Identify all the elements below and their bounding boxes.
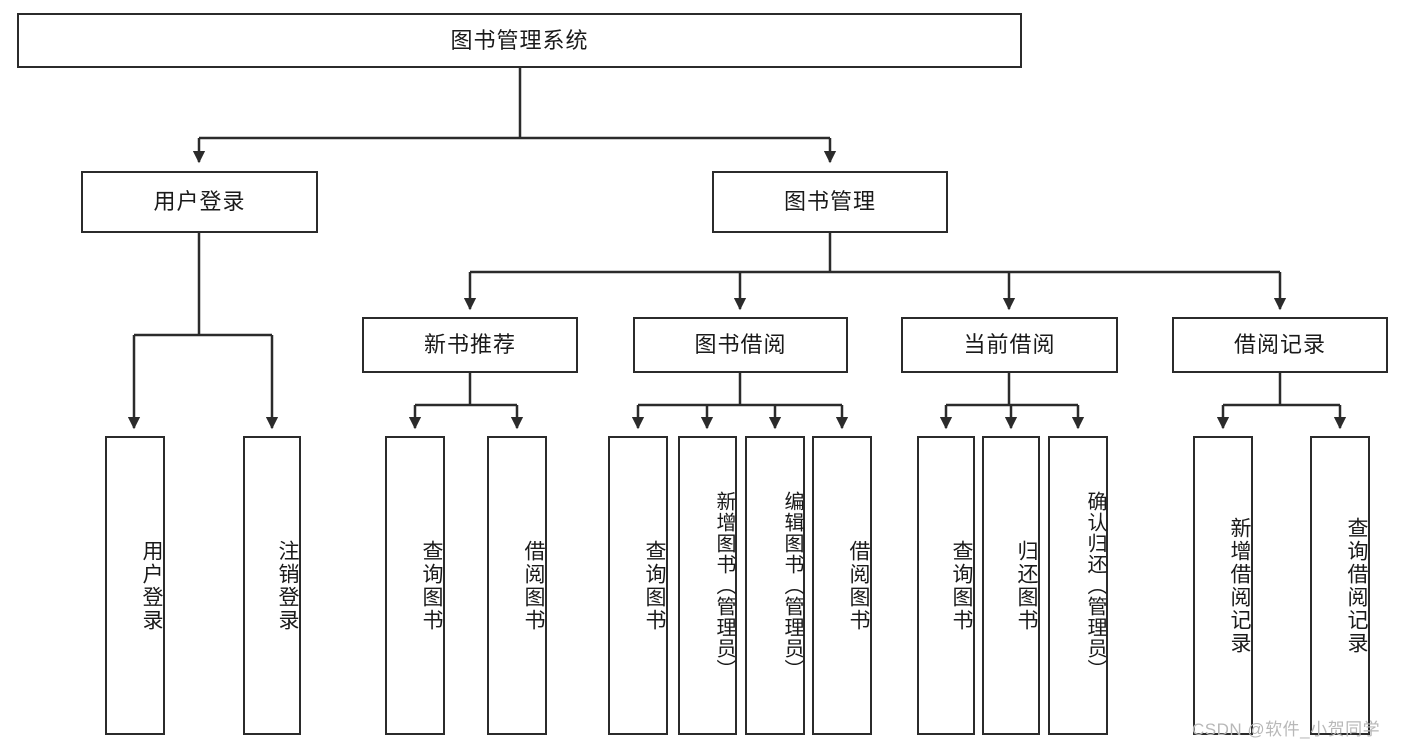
- node-leaf-borrow-book-rec-label: 借阅图书: [522, 539, 545, 632]
- csdn-watermark: CSDN @软件_小贺同学: [1192, 720, 1381, 739]
- node-leaf-confirm-return-admin-label: 确认归还（管理员）: [1084, 491, 1106, 680]
- node-book-borrow-label: 图书借阅: [694, 332, 787, 358]
- node-new-book-rec[interactable]: 新书推荐: [362, 317, 578, 373]
- node-leaf-return-book[interactable]: 归还图书: [982, 436, 1040, 735]
- node-leaf-user-login[interactable]: 用户登录: [105, 436, 165, 735]
- node-root-label: 图书管理系统: [450, 27, 589, 53]
- node-leaf-borrow-book-rec[interactable]: 借阅图书: [487, 436, 547, 735]
- node-borrow-record-label: 借阅记录: [1233, 332, 1326, 358]
- node-book-manage[interactable]: 图书管理: [712, 171, 948, 233]
- node-leaf-logout[interactable]: 注销登录: [243, 436, 301, 735]
- node-leaf-borrow-book-label: 借阅图书: [847, 539, 870, 632]
- node-leaf-user-login-label: 用户登录: [140, 539, 163, 632]
- node-leaf-query-book-rec-label: 查询图书: [420, 539, 443, 632]
- node-leaf-add-borrow-record[interactable]: 新增借阅记录: [1193, 436, 1253, 735]
- node-leaf-query-book-borrow-label: 查询图书: [643, 539, 666, 632]
- node-leaf-return-book-label: 归还图书: [1015, 539, 1038, 632]
- node-user-login-label: 用户登录: [153, 189, 246, 215]
- node-leaf-add-borrow-record-label: 新增借阅记录: [1228, 516, 1251, 655]
- node-leaf-add-book-admin[interactable]: 新增图书（管理员）: [678, 436, 737, 735]
- node-leaf-query-book-current-label: 查询图书: [950, 539, 973, 632]
- node-leaf-query-book-current[interactable]: 查询图书: [917, 436, 975, 735]
- node-leaf-borrow-book[interactable]: 借阅图书: [812, 436, 872, 735]
- node-leaf-query-borrow-record-label: 查询借阅记录: [1345, 516, 1368, 655]
- node-book-borrow[interactable]: 图书借阅: [633, 317, 848, 373]
- node-user-login[interactable]: 用户登录: [81, 171, 318, 233]
- node-current-borrow[interactable]: 当前借阅: [901, 317, 1118, 373]
- node-leaf-edit-book-admin[interactable]: 编辑图书（管理员）: [745, 436, 805, 735]
- node-leaf-add-book-admin-label: 新增图书（管理员）: [713, 491, 735, 680]
- node-book-manage-label: 图书管理: [783, 189, 876, 215]
- node-leaf-confirm-return-admin[interactable]: 确认归还（管理员）: [1048, 436, 1108, 735]
- node-leaf-edit-book-admin-label: 编辑图书（管理员）: [781, 491, 803, 680]
- node-leaf-logout-label: 注销登录: [276, 539, 299, 632]
- node-leaf-query-book-rec[interactable]: 查询图书: [385, 436, 445, 735]
- node-new-book-rec-label: 新书推荐: [423, 332, 516, 358]
- node-current-borrow-label: 当前借阅: [963, 332, 1056, 358]
- node-root[interactable]: 图书管理系统: [17, 13, 1022, 68]
- node-leaf-query-borrow-record[interactable]: 查询借阅记录: [1310, 436, 1370, 735]
- node-borrow-record[interactable]: 借阅记录: [1172, 317, 1388, 373]
- node-leaf-query-book-borrow[interactable]: 查询图书: [608, 436, 668, 735]
